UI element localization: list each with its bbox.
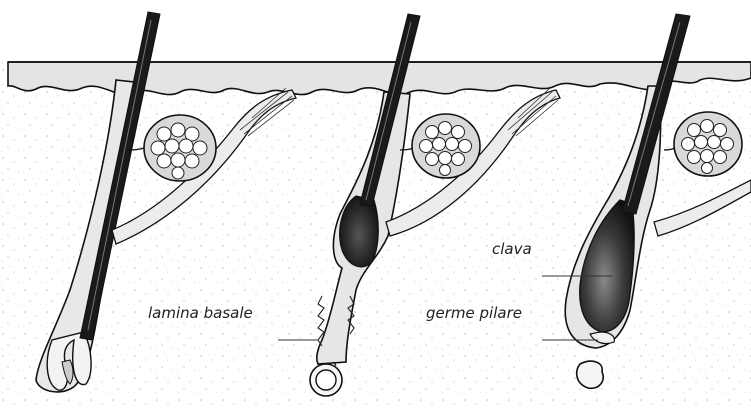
label-clava: clava	[492, 240, 532, 258]
dermal-papilla-2-inner	[316, 370, 336, 390]
label-lamina-basale: lamina basale	[148, 304, 253, 322]
label-germe-pilare: germe pilare	[426, 304, 522, 322]
dermal-papilla-3	[577, 361, 604, 388]
